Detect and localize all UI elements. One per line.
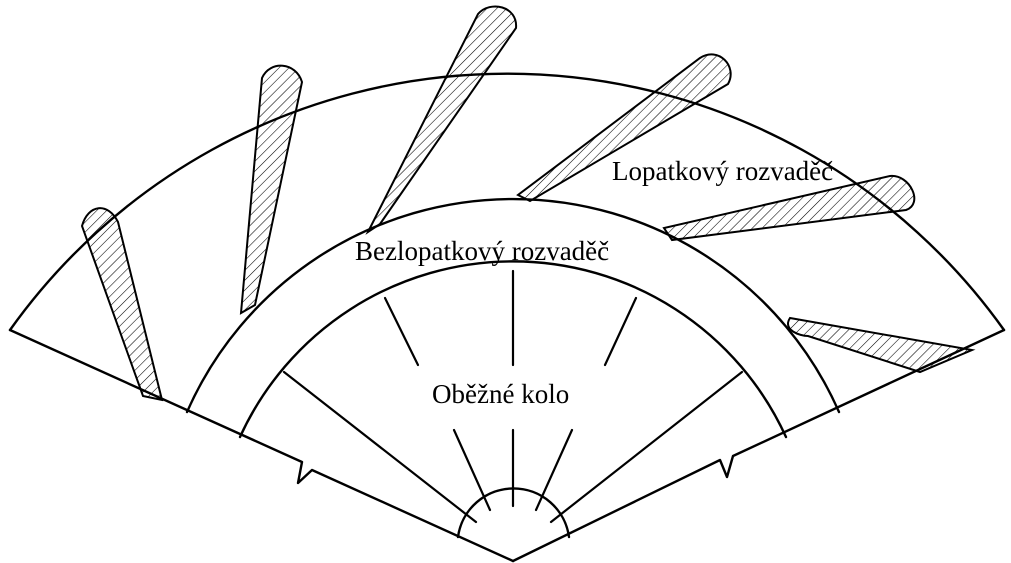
impeller-blades: [282, 269, 744, 524]
vaneless-diffuser-outer-arc: [185, 197, 841, 414]
diffuser-vane: [516, 53, 732, 203]
impeller-blade: [534, 428, 574, 512]
label-impeller: Oběžné kolo: [432, 379, 569, 409]
diffuser-vane: [365, 5, 518, 235]
impeller-outer-arc: [238, 260, 788, 439]
label-vaned-diffuser: Lopatkový rozvaděč: [612, 156, 833, 186]
label-vaneless-diffuser: Bezlopatkový rozvaděč: [355, 236, 609, 266]
sector-right-edge: [511, 328, 1006, 563]
impeller-blade: [282, 370, 478, 524]
diffuser-vane: [662, 174, 916, 242]
sector-left-edge: [8, 328, 515, 563]
impeller-blade: [452, 428, 492, 512]
impeller-blade: [383, 296, 420, 367]
impeller-blade: [603, 296, 638, 367]
diffuser-vane: [787, 316, 976, 374]
diffuser-vane: [239, 64, 304, 315]
diffuser-vanes: [80, 5, 976, 402]
diffuser-vane: [80, 207, 164, 402]
impeller-blade: [549, 370, 744, 524]
